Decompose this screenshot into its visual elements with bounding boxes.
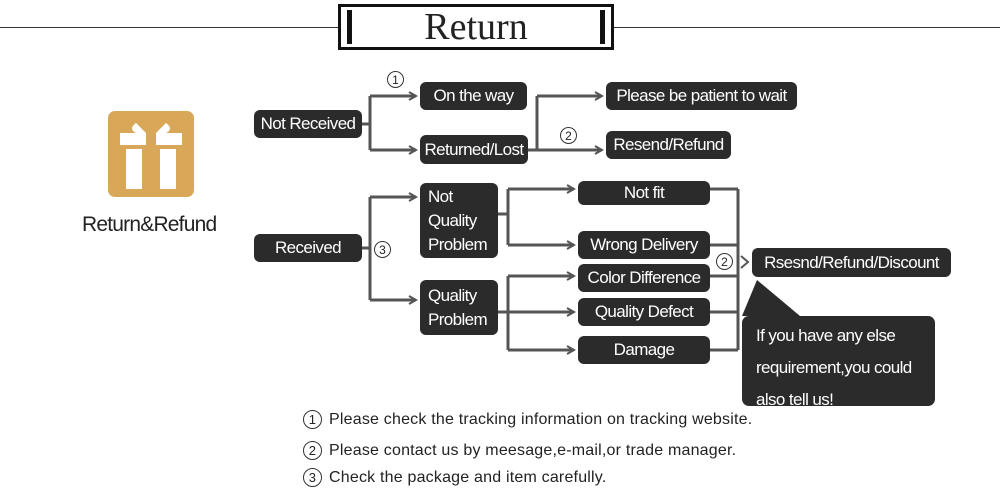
node-damage: Damage [578, 336, 710, 364]
bubble-body [742, 316, 935, 406]
note-1-text: Please check the tracking information on… [329, 410, 753, 428]
marker-two: 2 [560, 127, 577, 144]
node-be-patient: Please be patient to wait [606, 82, 797, 110]
node-received: Received [254, 234, 362, 262]
bubble-message: If you have any else requirement,you cou… [756, 326, 912, 409]
node-quality-problem: Quality Problem [420, 280, 498, 335]
marker-two-resolution: 2 [716, 253, 733, 270]
node-not-fit: Not fit [578, 181, 710, 205]
node-on-the-way: On the way [420, 82, 527, 110]
bubble-tail [742, 280, 800, 316]
node-resend-refund-discount: Rsesnd/Refund/Discount [752, 248, 951, 277]
note-2-number: 2 [303, 441, 322, 460]
node-not-quality-problem: Not Quality Problem [420, 183, 498, 258]
title-inner: Return [347, 6, 605, 48]
merge-arrowhead [740, 255, 750, 269]
note-3-text: Check the package and item carefully. [329, 468, 607, 486]
note-3-number: 3 [303, 468, 322, 487]
note-1-number: 1 [303, 410, 322, 429]
note-1: 1 Please check the tracking information … [303, 410, 752, 429]
node-resend-refund: Resend/Refund [606, 131, 731, 159]
title-frame: Return [338, 4, 614, 50]
node-quality-defect: Quality Defect [578, 298, 710, 326]
gift-icon-glyph [120, 123, 182, 189]
header-rule-right [614, 27, 1000, 28]
marker-one: 1 [387, 71, 404, 88]
node-wrong-delivery: Wrong Delivery [578, 231, 710, 259]
header-rule-left [0, 27, 338, 28]
brand-label: Return&Refund [82, 213, 217, 236]
node-color-difference: Color Difference [578, 264, 710, 292]
note-2: 2 Please contact us by meesage,e-mail,or… [303, 441, 736, 460]
node-returned-lost: Returned/Lost [420, 135, 528, 164]
page-title: Return [424, 6, 528, 48]
gift-icon [108, 111, 194, 197]
note-2-text: Please contact us by meesage,e-mail,or t… [329, 441, 737, 459]
node-not-received: Not Received [254, 110, 362, 138]
marker-three: 3 [374, 241, 391, 258]
note-3: 3 Check the package and item carefully. [303, 468, 606, 487]
